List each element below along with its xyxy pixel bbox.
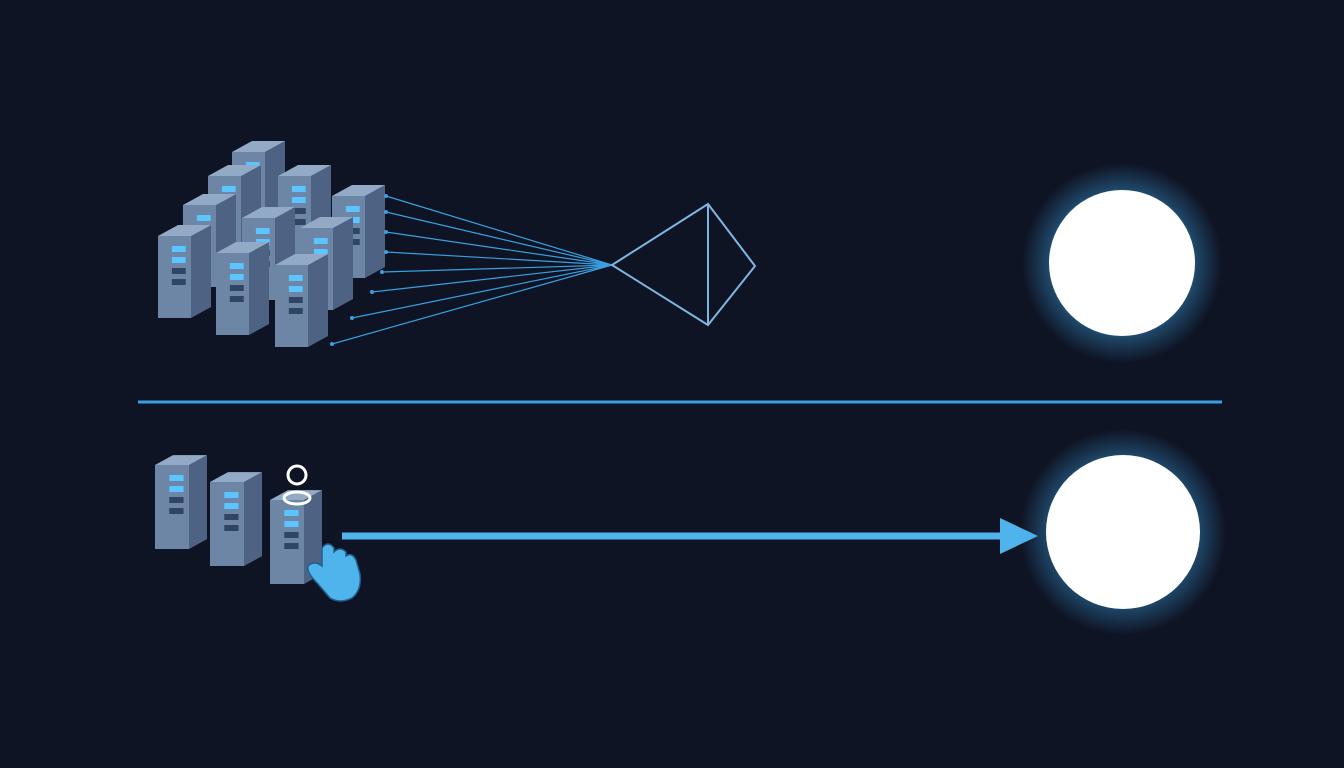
server-slot <box>221 186 236 192</box>
server-slot <box>284 532 299 538</box>
server-slot <box>171 257 186 263</box>
arrow-head <box>1000 518 1038 554</box>
person-body <box>282 490 312 506</box>
fan-line <box>381 264 613 273</box>
server-slot <box>169 497 184 503</box>
server-slot <box>291 186 306 192</box>
fan-line-tip <box>384 250 388 254</box>
server-side <box>249 242 269 335</box>
server-slot <box>224 525 239 531</box>
fan-line-tip <box>384 194 388 198</box>
server-slot <box>196 215 211 221</box>
server-side <box>244 472 262 566</box>
server-side <box>304 490 322 584</box>
fan-line <box>385 211 613 266</box>
fan-line <box>331 264 613 345</box>
server-top <box>210 472 262 482</box>
server-tower <box>155 455 207 549</box>
server-slot <box>171 246 186 252</box>
server-top <box>232 141 285 152</box>
server-tower <box>210 472 262 566</box>
orb-core <box>1046 455 1200 609</box>
hand-cursor-icon <box>306 543 362 602</box>
server-top <box>158 225 211 236</box>
bottom-panel <box>155 429 1226 635</box>
server-slot <box>313 238 328 244</box>
server-slot <box>288 286 303 292</box>
server-tower <box>275 254 328 347</box>
orb-core <box>1049 190 1195 336</box>
server-tower <box>270 490 322 584</box>
server-slot <box>229 285 244 291</box>
server-slot <box>224 503 239 509</box>
server-top <box>208 165 261 176</box>
server-slot <box>229 296 244 302</box>
server-slot <box>291 208 306 214</box>
server-slot <box>345 206 360 212</box>
server-slot <box>224 492 239 498</box>
server-slot <box>229 274 244 280</box>
server-slot <box>313 249 328 255</box>
blue-arrow <box>342 518 1038 554</box>
server-slot <box>284 543 299 549</box>
server-slot <box>171 268 186 274</box>
server-top <box>275 254 328 265</box>
fan-line-tip <box>350 316 354 320</box>
server-top <box>216 242 269 253</box>
server-slot <box>171 279 186 285</box>
server-slot <box>169 486 184 492</box>
server-slot <box>169 508 184 514</box>
server-side <box>308 254 328 347</box>
server-top <box>155 455 207 465</box>
server-slot <box>255 228 270 234</box>
server-row <box>155 455 322 584</box>
fan-line-tip <box>380 270 384 274</box>
server-slot <box>284 510 299 516</box>
diamond-outline <box>610 202 757 327</box>
fan-line <box>385 251 613 266</box>
server-side <box>333 217 353 310</box>
server-slot <box>284 521 299 527</box>
fan-line-tip <box>330 342 334 346</box>
server-top <box>300 217 353 228</box>
server-top <box>332 185 385 196</box>
fan-line <box>385 195 613 266</box>
fan-line <box>351 264 613 319</box>
server-slot <box>229 263 244 269</box>
fan-line-tip <box>384 230 388 234</box>
fan-line-tip <box>370 290 374 294</box>
server-side <box>189 455 207 549</box>
server-side <box>191 225 211 318</box>
server-slot <box>291 219 306 225</box>
top-panel <box>158 141 1222 363</box>
server-slot <box>169 475 184 481</box>
person-icon <box>282 464 312 506</box>
server-top <box>278 165 331 176</box>
person-head <box>286 464 308 486</box>
server-slot <box>224 514 239 520</box>
server-top <box>242 207 295 218</box>
fan-lines <box>330 194 613 346</box>
server-tower <box>216 242 269 335</box>
glowing-orb-bottom <box>1020 429 1226 635</box>
server-side <box>365 185 385 278</box>
server-cluster <box>158 141 385 347</box>
diamond-hub <box>610 202 757 327</box>
server-tower <box>158 225 211 318</box>
glowing-orb-top <box>1022 163 1222 363</box>
server-slot <box>288 275 303 281</box>
fan-line <box>385 231 613 266</box>
server-top <box>183 194 236 205</box>
fan-line <box>371 264 613 293</box>
server-slot <box>291 197 306 203</box>
server-slot <box>288 308 303 314</box>
fan-line-tip <box>384 210 388 214</box>
server-slot <box>288 297 303 303</box>
